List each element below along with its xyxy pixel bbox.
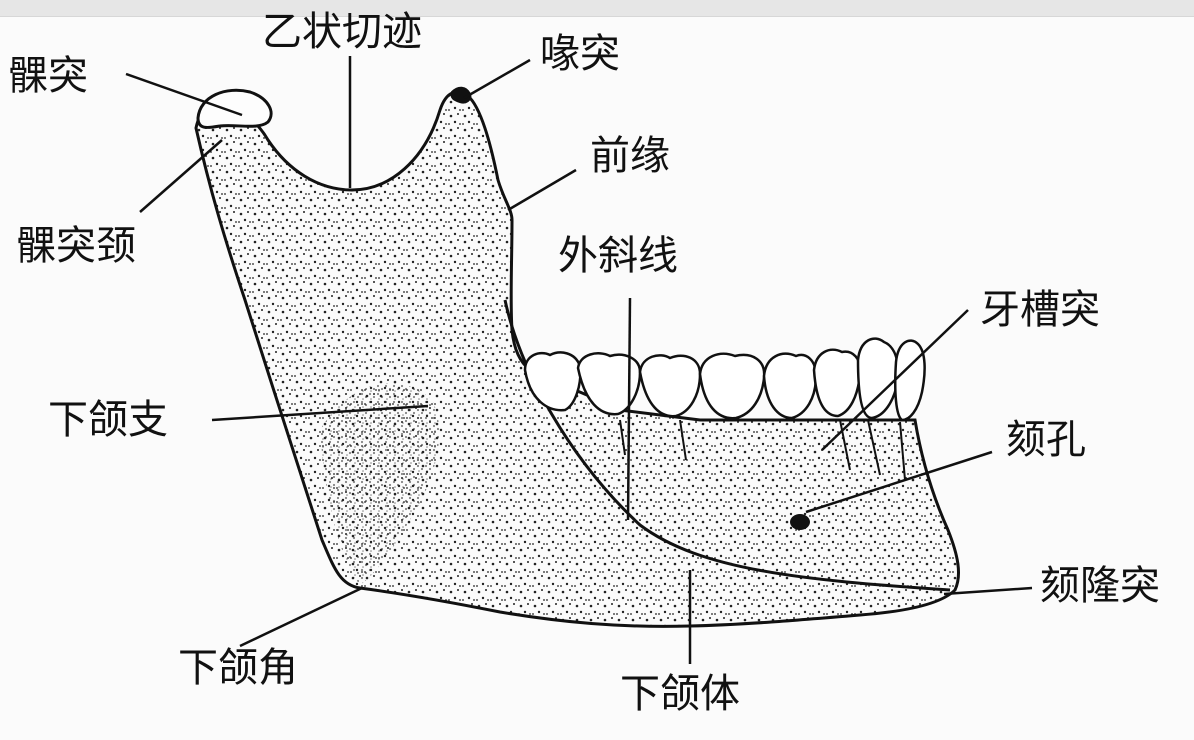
label-alveolar-process: 牙槽突: [980, 290, 1100, 330]
label-sigmoid-notch: 乙状切迹: [262, 12, 422, 52]
label-mandibular-angle: 下颌角: [178, 648, 298, 688]
label-condylar-neck: 髁突颈: [16, 226, 136, 266]
label-mandibular-body: 下颌体: [620, 674, 740, 714]
label-coronoid-process: 喙突: [540, 34, 620, 74]
label-anterior-border: 前缘: [590, 136, 670, 176]
label-external-oblique-line: 外斜线: [558, 236, 678, 276]
label-mental-protuberance: 颏隆突: [1040, 566, 1160, 606]
label-mental-foramen: 颏孔: [1006, 420, 1086, 460]
mental-foramen-hole: [790, 514, 810, 530]
condyle-head: [198, 90, 271, 127]
label-mandibular-ramus: 下颌支: [48, 400, 168, 440]
label-condylar-process: 髁突: [8, 56, 88, 96]
